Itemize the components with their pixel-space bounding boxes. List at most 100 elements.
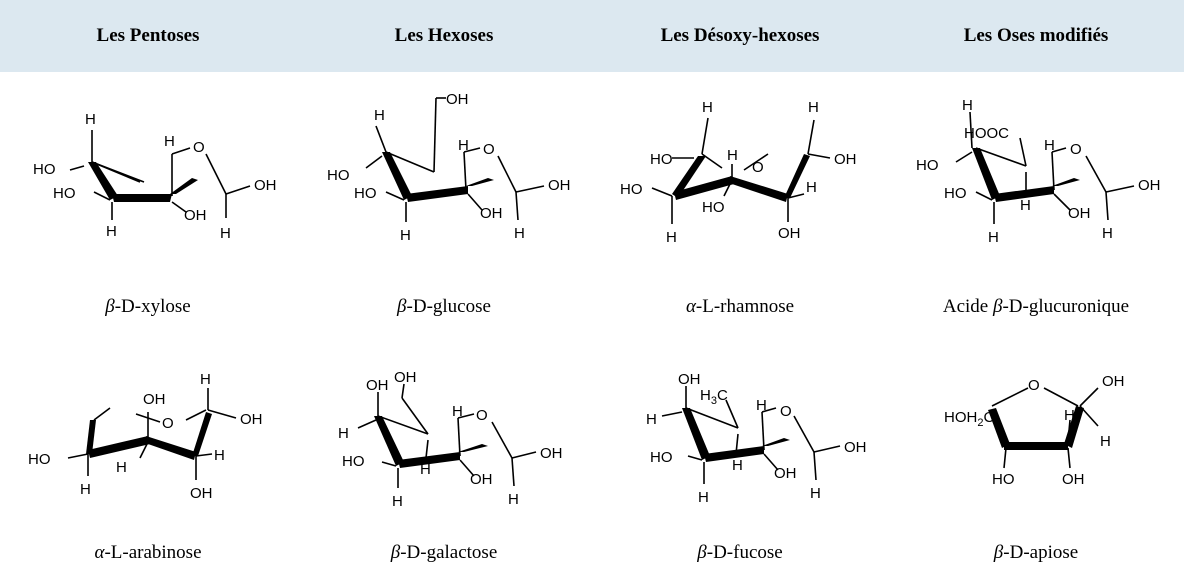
caption-beta-d-apiose: β-D-apiose [993,542,1079,563]
atom-oh: OH [834,151,857,168]
atom-oh: OH [774,465,797,482]
atom-oh: OH [540,445,563,462]
atom-h: H [116,459,127,476]
atom-h: H [810,485,821,502]
atom-ho: HO [992,471,1015,488]
atom-hoh2c: HOH2C [944,409,994,429]
atom-hooc: HOOC [964,125,1009,142]
atom-o: O [476,407,488,424]
structure-alpha-l-rhamnose: H HO HO H H O HO H OH H OH [592,82,888,282]
atom-oh: OH [254,177,277,194]
atom-ho: HO [620,181,643,198]
atom-h: H [200,371,211,388]
atom-h: H [338,425,349,442]
atom-oh: OH [844,439,867,456]
atom-h: H [698,489,709,506]
structure-beta-d-fucose: OH H3C H HO H H H O OH OH H [592,370,888,570]
atom-h: H [1102,225,1113,242]
atom-h: H [164,133,175,150]
atom-ho: HO [650,151,673,168]
caption-beta-d-fucose: β-D-fucose [697,542,783,563]
structure-acide-beta-d-glucuronique: H HOOC HO HO H H H O OH OH H [888,82,1184,282]
atom-h: H [85,111,96,128]
caption-beta-d-glucose: β-D-glucose [397,296,491,317]
atom-h: H [1020,197,1031,214]
column-header-oses-modifies: Les Oses modifiés [963,25,1109,46]
atom-ho: HO [327,167,350,184]
table-header: Les Pentoses Les Hexoses Les Désoxy-hexo… [0,0,1184,72]
structure-beta-d-apiose: O OH HOH2C H H HO OH [888,370,1184,570]
atom-h: H [214,447,225,464]
atom-o: O [483,141,495,158]
atom-ho: HO [354,185,377,202]
caption-alpha-l-rhamnose: α-L-rhamnose [685,296,795,317]
atom-h: H [1100,433,1111,450]
atom-oh: OH [446,91,469,108]
atom-oh: OH [470,471,493,488]
atom-oh: OH [480,205,503,222]
atom-h3c: H3C [700,387,728,407]
atom-oh: OH [1102,373,1125,390]
atom-oh: OH [1068,205,1091,222]
atom-h: H [732,457,743,474]
column-header-hexoses: Les Hexoses [394,25,494,46]
atom-h: H [666,229,677,246]
atom-ho: HO [28,451,51,468]
atom-h: H [1064,407,1075,424]
atom-o: O [162,415,174,432]
atom-h: H [514,225,525,242]
atom-ho: HO [916,157,939,174]
atom-o: O [752,159,764,176]
atom-oh: OH [394,370,417,386]
atom-ho: HO [650,449,673,466]
atom-h: H [452,403,463,420]
structure-beta-d-xylose: H HO HO H H O OH OH H [0,82,296,282]
structure-alpha-l-arabinose: OH O H OH HO H H H OH [0,370,296,570]
atom-oh: OH [1062,471,1085,488]
atom-oh: OH [240,411,263,428]
atom-ho: HO [33,161,56,178]
atom-h: H [106,223,117,240]
atom-o: O [1028,377,1040,394]
atom-h: H [962,97,973,114]
atom-o: O [1070,141,1082,158]
atom-h: H [1044,137,1055,154]
atom-oh: OH [366,377,389,394]
atom-h: H [756,397,767,414]
atom-h: H [80,481,91,498]
atom-h: H [458,137,469,154]
caption-acide-beta-d-glucuronique: Acide β-D-glucuronique [942,296,1130,317]
atom-h: H [220,225,231,242]
atom-oh: OH [778,225,801,242]
atom-oh: OH [190,485,213,502]
atom-o: O [780,403,792,420]
atom-h: H [400,227,411,244]
atom-ho: HO [944,185,967,202]
caption-alpha-l-arabinose: α-L-arabinose [94,542,202,563]
atom-oh: OH [678,371,701,388]
atom-h: H [727,147,738,164]
atom-h: H [702,99,713,116]
atom-oh: OH [548,177,571,194]
atom-ho: HO [702,199,725,216]
atom-ho: HO [53,185,76,202]
atom-o: O [193,139,205,156]
column-header-desoxy-hexoses: Les Désoxy-hexoses [660,25,820,46]
atom-h: H [646,411,657,428]
caption-beta-d-xylose: β-D-xylose [105,296,191,317]
atom-ho: HO [342,453,365,470]
atom-h: H [508,491,519,508]
atom-h: H [374,107,385,124]
atom-oh: OH [143,391,166,408]
caption-beta-d-galactose: β-D-galactose [390,542,498,563]
atom-h: H [806,179,817,196]
structure-beta-d-galactose: OH OH H HO H H H O OH OH H [296,370,592,570]
atom-h: H [392,493,403,510]
atom-oh: OH [184,207,207,224]
structure-beta-d-glucose: OH H HO HO H H O OH OH H [296,82,592,282]
column-header-pentoses: Les Pentoses [96,25,200,46]
atom-h: H [988,229,999,246]
atom-h: H [420,461,431,478]
atom-h: H [808,99,819,116]
atom-oh: OH [1138,177,1161,194]
